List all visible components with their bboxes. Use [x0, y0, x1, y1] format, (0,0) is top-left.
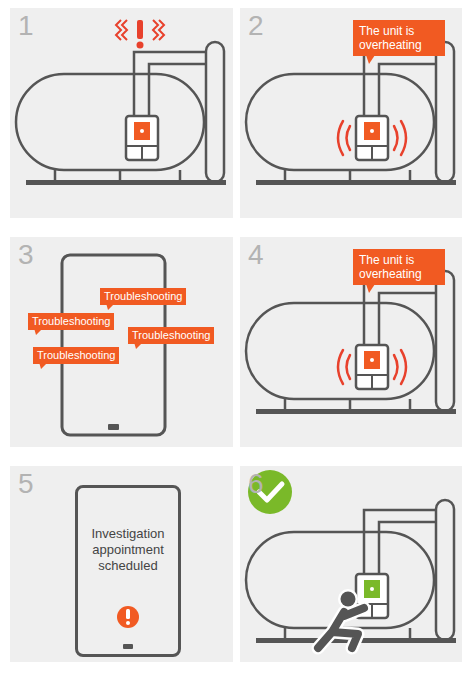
node-text: Troubleshooting [37, 349, 115, 362]
troubleshooting-bubble: Troubleshooting [28, 313, 114, 330]
step-number: 6 [248, 468, 264, 500]
step-panel: 5Investigation appointment scheduled [10, 466, 233, 662]
step-number: 1 [18, 10, 34, 42]
step-number: 4 [248, 239, 264, 271]
node-text: The unit is overheating [359, 253, 439, 281]
node-text: Troubleshooting [132, 329, 210, 342]
troubleshooting-bubble: Troubleshooting [128, 327, 214, 344]
node-text: The unit is overheating [359, 24, 439, 52]
alert-callout: The unit is overheating [353, 20, 445, 56]
step-panel: 3TroubleshootingTroubleshootingTroublesh… [10, 237, 233, 447]
tablet-screen: Investigation appointment scheduled [75, 485, 181, 657]
troubleshooting-bubble: Troubleshooting [100, 288, 186, 305]
troubleshooting-bubble: Troubleshooting [33, 347, 119, 364]
node-text: Troubleshooting [32, 315, 110, 328]
step-number: 2 [248, 10, 264, 42]
node-text: Investigation appointment scheduled [82, 526, 174, 574]
step-panel: 2 The unit is overheating [240, 8, 462, 218]
alert-callout: The unit is overheating [353, 249, 445, 285]
step-panel: 4 The unit is overheating [240, 237, 462, 447]
node-text: Troubleshooting [104, 290, 182, 303]
step-number: 3 [18, 239, 34, 271]
step-number: 5 [18, 468, 34, 500]
